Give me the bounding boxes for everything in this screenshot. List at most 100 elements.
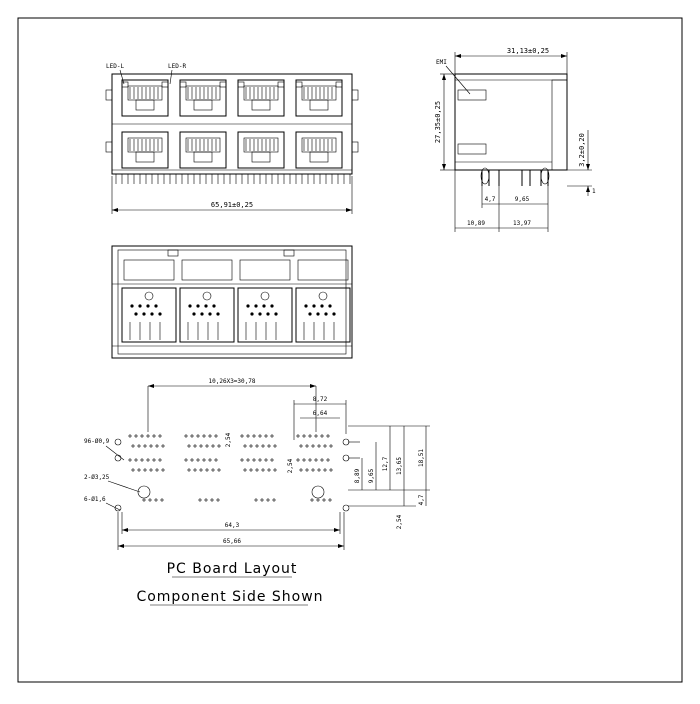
pcb-pad [328,498,332,502]
pcb-pad [260,498,264,502]
pcb-pad [273,468,277,472]
pcb-pad [273,444,277,448]
pcb-pad [329,444,333,448]
pcb-pad [137,444,141,448]
pcb-pad [264,458,268,462]
pcb-pad [146,434,150,438]
pcb-pad [143,468,147,472]
pcb-pad [296,458,300,462]
pcb-pad [317,444,321,448]
hole-96-label: 96-Ø0,9 [84,438,110,445]
pcb-pad [214,458,218,462]
locating-hole [311,485,325,499]
pcb-pad [205,468,209,472]
pcb-pad [243,468,247,472]
pitch-note: 10,26X3=30,78 [209,378,256,385]
sheet-border [17,17,683,683]
pcb-pad [184,458,188,462]
pcb-pad [258,434,262,438]
pcb-pad [308,458,312,462]
pcb-pad [204,498,208,502]
front-view: LED-L LED-R 65,91±0,25 [105,63,359,214]
mounting-hole [114,504,122,512]
mounting-hole [114,454,122,462]
pcb-pad [270,458,274,462]
bottom-module [237,259,293,343]
pcb-pad [216,498,220,502]
led-left-label: LED-L [106,63,124,70]
pcb-pad [261,468,265,472]
pcb-pad [196,434,200,438]
dim-889: 8,89 [354,468,361,483]
led-indicator [121,81,129,88]
pcb-pad [240,434,244,438]
pcb-pad [211,444,215,448]
pcb-pad [193,468,197,472]
pcb-pad [317,468,321,472]
locating-hole [137,485,151,499]
pcb-pad [146,458,150,462]
pcb-pad [302,434,306,438]
pin-extension-dim: 3,2±0,20 [578,133,586,167]
dim-1270: 12,7 [382,456,389,471]
led-indicator [179,81,187,88]
pcb-pad [131,468,135,472]
pcb-pad [137,468,141,472]
pcb-pad [252,434,256,438]
pcb-pad [205,444,209,448]
pcb-pad [149,444,153,448]
pcb-pad [128,458,132,462]
pcb-pad [255,468,259,472]
dim-6566: 65,66 [223,538,241,545]
pcb-pad [131,444,135,448]
pcb-pad [310,498,314,502]
pcb-pad [143,444,147,448]
dim-1851: 18,51 [418,449,425,467]
pcb-pad [193,444,197,448]
pcb-pad [240,458,244,462]
pcb-pad [261,444,265,448]
side-dim-47: 4,7 [485,196,496,203]
pcb-pad [187,444,191,448]
pcb-pad [161,468,165,472]
pcb-pad [246,458,250,462]
rj45-port [237,79,285,117]
led-indicator [237,81,245,88]
front-width-dim: 65,91±0,25 [211,201,253,209]
pcb-pad [296,434,300,438]
pcb-pad [249,444,253,448]
pcb-pad [140,434,144,438]
led-indicator [277,81,285,88]
pcb-pad [149,468,153,472]
rj45-port [179,131,227,169]
pcb-pad [210,498,214,502]
dim-254-mid: 2,54 [225,432,232,447]
pcb-pad [255,444,259,448]
pcb-pad [142,498,146,502]
pcb-pad [305,444,309,448]
pcb-pad [208,434,212,438]
pcb-layout: 10,26X3=30,78 8,72 6,64 96-Ø0,9 2-Ø3,25 … [84,378,430,550]
pcb-pad [158,458,162,462]
pcb-pad [199,468,203,472]
pcb-pad [252,458,256,462]
pcb-pad [140,458,144,462]
pcb-pad [217,468,221,472]
mounting-hole [114,438,122,446]
pcb-pad [187,468,191,472]
hole-6-label: 6-Ø1,6 [84,496,106,503]
pcb-pad [305,468,309,472]
pcb-pad [160,498,164,502]
bottom-view [111,245,353,359]
rj45-port [179,79,227,117]
bottom-module [121,259,177,343]
dim-664: 6,64 [313,410,328,417]
pcb-pad [323,468,327,472]
pcb-pad [272,498,276,502]
hole-2-label: 2-Ø3,25 [84,474,110,481]
pcb-pad [217,444,221,448]
rj45-port [295,131,343,169]
pcb-pad [299,444,303,448]
pcb-pad [196,458,200,462]
